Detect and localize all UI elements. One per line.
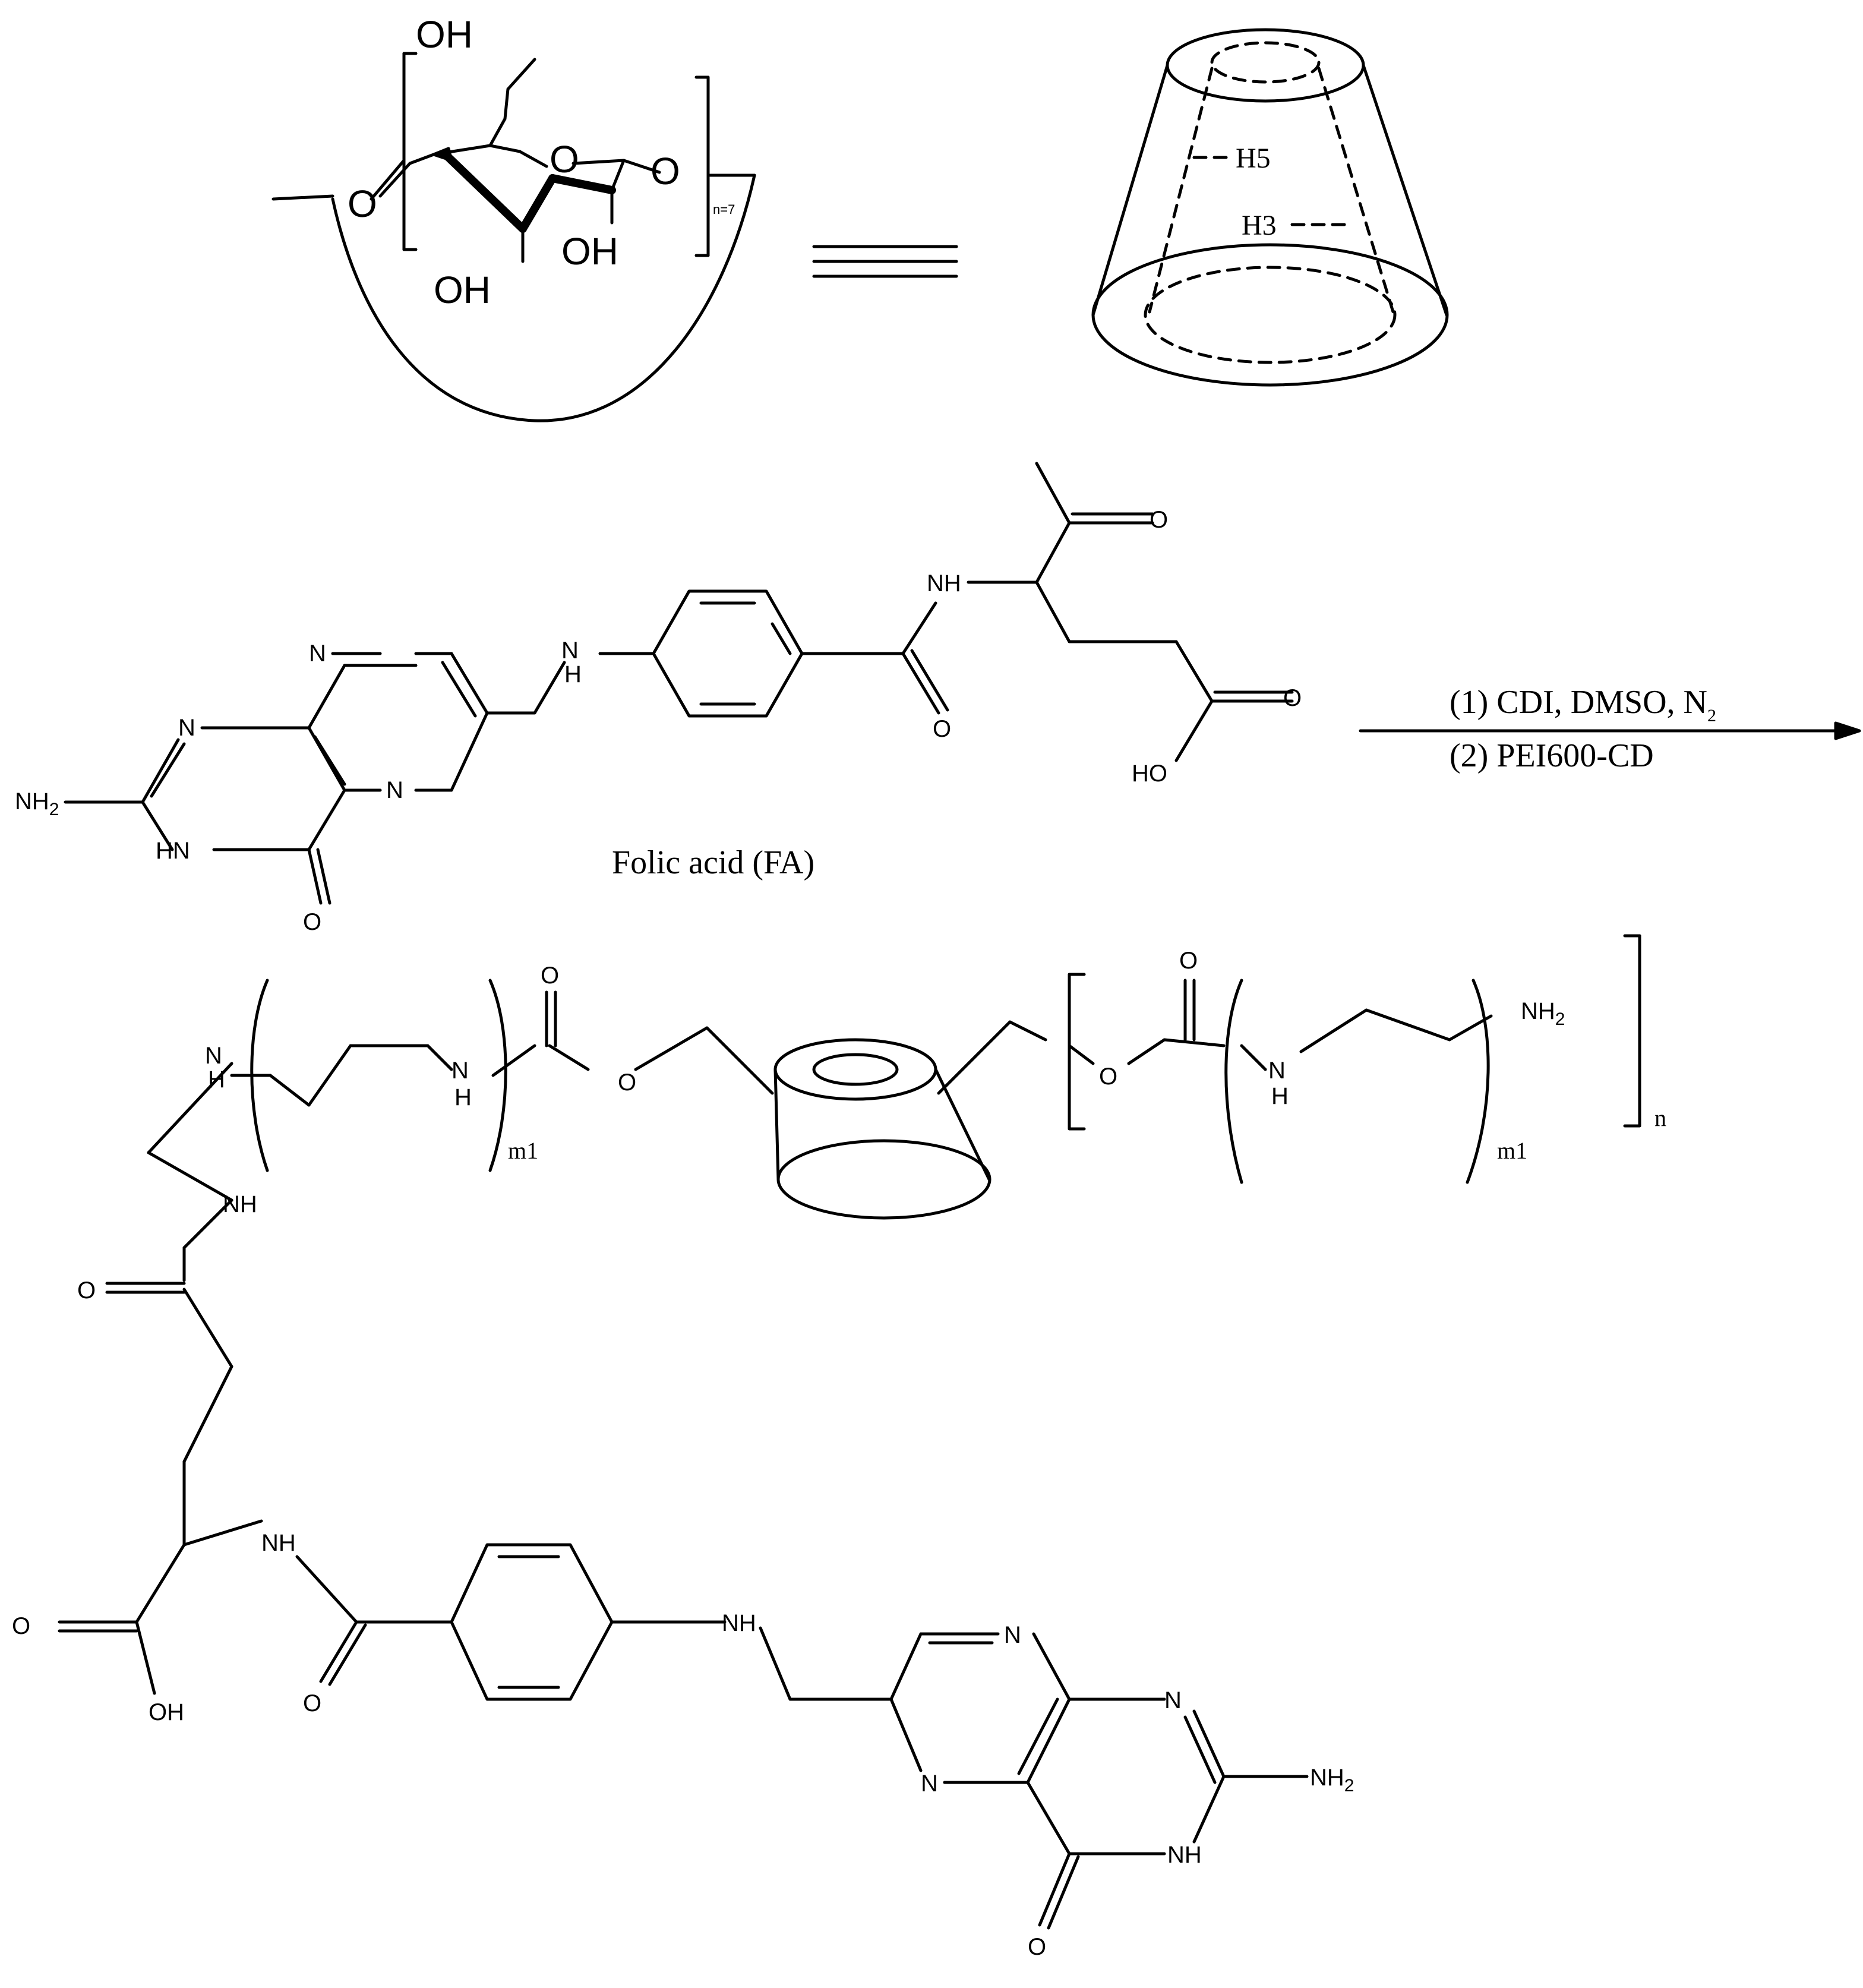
fa-h-link: H <box>564 661 582 687</box>
cone-h5-label: H5 <box>1236 143 1271 174</box>
product-h-c: H <box>1271 1083 1289 1109</box>
paren-right-open <box>1224 979 1243 1184</box>
product-nh-pyrimidine: NH <box>1167 1842 1202 1868</box>
equivalence-sign <box>812 245 958 278</box>
paren-right-close <box>1466 979 1490 1184</box>
cd-o-link <box>370 159 406 201</box>
product-o-ester-left: O <box>618 1069 636 1096</box>
cd-cone-schematic: H5 H3 <box>1091 28 1449 387</box>
product-o-amide-top: O <box>77 1277 96 1304</box>
fa-n1: N <box>178 715 195 741</box>
product-o-carbonyl-left: O <box>541 963 559 989</box>
cd-repeat-label: n=7 <box>713 202 735 217</box>
product-structure: N H N H m1 O O O O N H NH2 m1 n NH O NH … <box>12 934 1666 1960</box>
cd-oh-right: OH <box>561 230 618 273</box>
fa-ho-acid: HO <box>1132 761 1167 787</box>
product-o-amide-bottom: O <box>303 1690 321 1716</box>
product-oh-acid: OH <box>149 1699 184 1725</box>
product-h-a: H <box>208 1066 225 1093</box>
fa-o-ketone: O <box>1150 507 1168 533</box>
cd-macrocycle-arc <box>271 173 756 422</box>
product-nh-alpha: NH <box>261 1530 296 1556</box>
cd-bond-o-c4 <box>378 162 412 198</box>
product-cd-top-inner <box>812 1053 899 1086</box>
fa-o-acid: O <box>1283 685 1302 711</box>
cone-top-rim <box>1166 28 1365 103</box>
reaction-arrow: (1) CDI, DMSO, N2 (2) PEI600-CD <box>1359 684 1861 774</box>
product-m1-right: m1 <box>1497 1137 1527 1164</box>
cone-h3-label: H3 <box>1242 210 1277 241</box>
product-nh-amide-top: NH <box>223 1191 257 1217</box>
fa-benzene <box>652 589 804 718</box>
fa-name-label: Folic acid (FA) <box>612 844 814 881</box>
folic-acid-structure: NH2 N N N HN O N H NH O O O HO Folic aci… <box>15 462 1302 935</box>
product-nh2-pyrimidine: NH2 <box>1310 1765 1354 1795</box>
cd-oh-top: OH <box>416 13 473 56</box>
fa-nh2: NH2 <box>15 788 59 819</box>
product-nh2-end: NH2 <box>1521 998 1565 1029</box>
fa-n-pyrazine-top: N <box>309 640 326 667</box>
cd-o-glyco: O <box>651 150 680 193</box>
cd-oh-bottom: OH <box>434 269 491 311</box>
product-m1-left: m1 <box>508 1137 538 1164</box>
product-n-b: N <box>451 1058 469 1084</box>
product-h-b: H <box>454 1084 472 1110</box>
reaction-arrow-head <box>1834 721 1861 740</box>
reaction-step-1: (1) CDI, DMSO, N2 <box>1450 684 1716 725</box>
fa-n-pyrazine-bottom: N <box>386 777 403 803</box>
product-o-ester-right: O <box>1099 1064 1117 1090</box>
paren-left-close <box>488 979 507 1172</box>
cone-top-inner <box>1210 41 1321 84</box>
product-nh-aryl: NH <box>722 1610 756 1636</box>
product-n-a: N <box>205 1043 222 1069</box>
fa-hn-ring: HN <box>156 838 190 864</box>
cone-bottom-rim <box>1091 243 1449 387</box>
product-cd-top <box>773 1038 937 1101</box>
product-cd-bottom <box>776 1139 992 1220</box>
paren-left-open <box>250 979 269 1172</box>
fa-n-link: N <box>561 638 579 664</box>
fa-o-amide: O <box>933 716 951 742</box>
cyclodextrin-structure: OH O O O OH OH n=7 <box>271 13 756 422</box>
fa-o-ring: O <box>303 909 321 935</box>
product-n-pyrimidine: N <box>1164 1687 1182 1714</box>
product-o-acid: O <box>12 1613 30 1639</box>
cd-o-left: O <box>348 182 377 225</box>
product-benzene <box>450 1543 614 1701</box>
product-n-c: N <box>1268 1058 1286 1084</box>
product-o-pyrimidine: O <box>1028 1934 1046 1960</box>
product-o-carbonyl-right: O <box>1179 948 1198 974</box>
cd-o-ring: O <box>550 138 579 181</box>
cone-bottom-inner <box>1144 266 1397 364</box>
product-n-pyrazine-bottom: N <box>921 1771 938 1797</box>
product-n-pyrazine-top: N <box>1004 1622 1021 1648</box>
product-n-repeat: n <box>1654 1105 1666 1131</box>
reaction-step-2: (2) PEI600-CD <box>1450 737 1654 774</box>
fa-nh-amide: NH <box>927 570 961 597</box>
